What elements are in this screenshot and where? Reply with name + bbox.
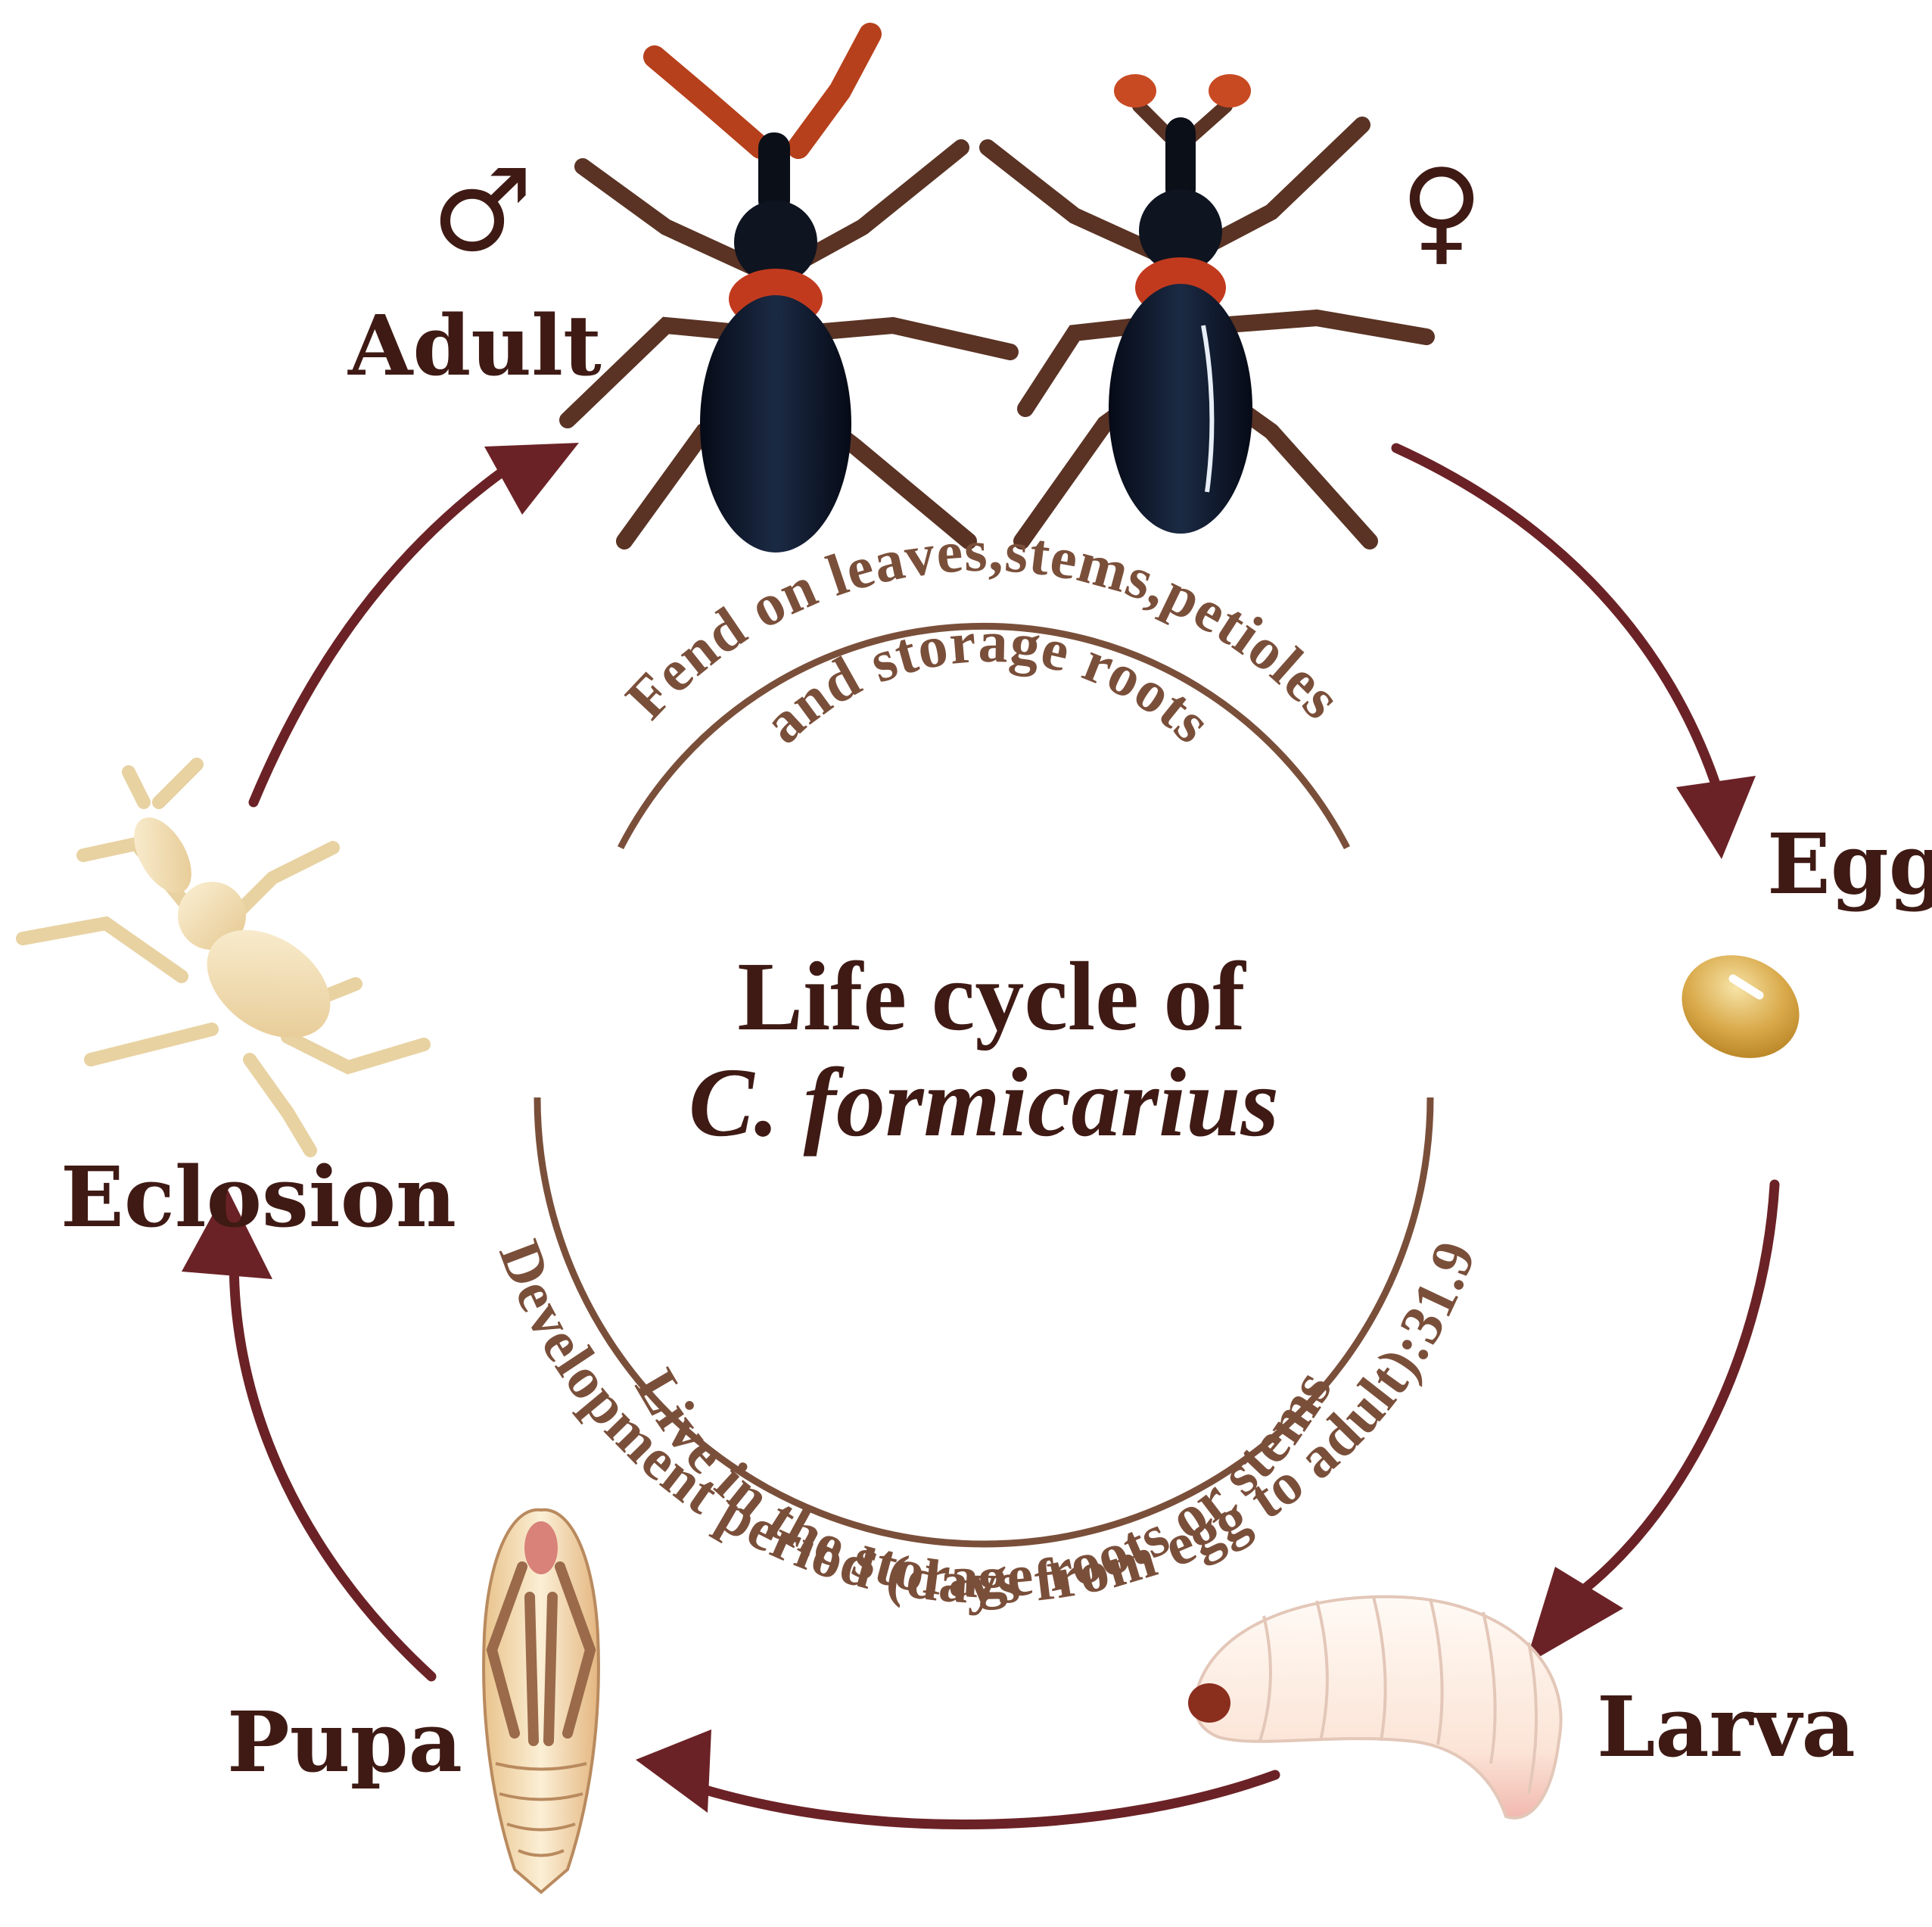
arrowhead-larva: [1525, 1567, 1623, 1665]
eclosion-weevil-icon: [23, 764, 424, 1150]
stage-label-pupa: Pupa: [227, 1693, 462, 1791]
arrowhead-pupa: [636, 1729, 711, 1813]
female-symbol: ♀: [1400, 145, 1483, 277]
egg-icon: [1665, 936, 1816, 1076]
male-symbol: ♂: [431, 145, 533, 277]
female-weevil-icon: [988, 74, 1426, 541]
arrow-adult-to-egg: [1396, 448, 1722, 802]
stage-label-eclosion: Eclosion: [61, 1148, 456, 1246]
arrow-larva-to-pupa: [681, 1775, 1275, 1825]
arrow-pupa-to-eclosion: [234, 1241, 431, 1676]
arrowhead-egg: [1676, 776, 1756, 859]
stage-label-larva: Larva: [1597, 1678, 1856, 1776]
male-weevil-icon: [568, 34, 1010, 553]
arrow-eclosion-to-adult: [254, 458, 522, 802]
arc-text-development-period: Development period (days from egg to adu…: [487, 1231, 1488, 1615]
center-title-species: C. formicarius: [689, 1048, 1279, 1157]
pupa-icon: [484, 1510, 599, 1892]
stage-label-adult: Adult: [347, 297, 602, 394]
arc-text-feeding-line2: and storage roots: [751, 609, 1225, 756]
center-title-line1: Life cycle of: [737, 942, 1246, 1051]
stage-label-egg: Egg: [1767, 815, 1932, 913]
arrow-egg-to-larva: [1551, 1185, 1775, 1612]
